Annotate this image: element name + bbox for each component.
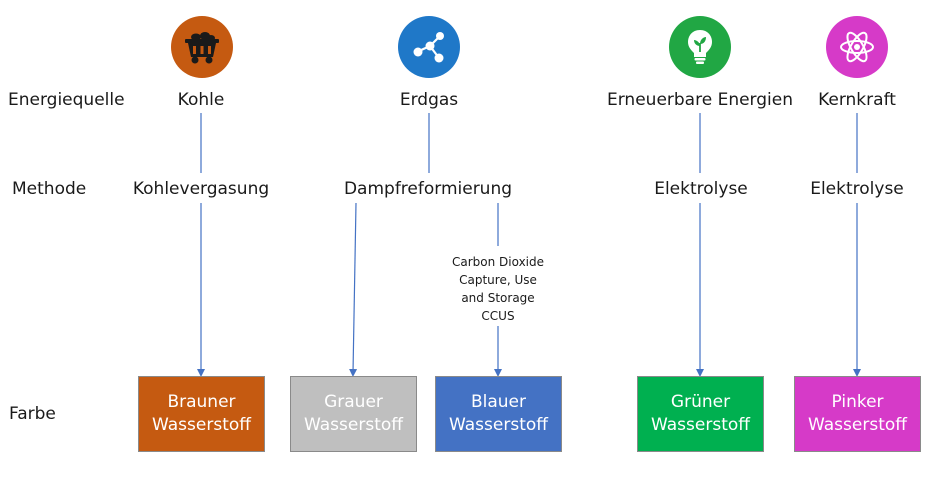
ccus-line-4: CCUS (481, 309, 515, 323)
connector-gas-method-grey (349, 202, 358, 377)
ccus-line-3: and Storage (461, 291, 535, 305)
hydrogen-box-green-line2: Wasserstoff (651, 415, 750, 435)
hydrogen-box-pink-line2: Wasserstoff (808, 415, 907, 435)
method-label-nuclear: Elektrolyse (810, 179, 904, 199)
hydrogen-box-green: Grüner Wasserstoff (637, 376, 764, 452)
method-label-renewable: Elektrolyse (654, 179, 748, 199)
hydrogen-box-grey-line2: Wasserstoff (304, 415, 403, 435)
ccus-line-2: Capture, Use (459, 273, 537, 287)
hydrogen-box-grey-line1: Grauer (324, 392, 383, 412)
hydrogen-box-pink-line1: Pinker (831, 392, 884, 412)
source-label-nuclear: Kernkraft (818, 90, 896, 110)
hydrogen-box-blue-line2: Wasserstoff (449, 415, 548, 435)
method-label-gas: Dampfreformierung (343, 179, 513, 199)
hydrogen-box-grey: Grauer Wasserstoff (290, 376, 417, 452)
ccus-label: Carbon Dioxide Capture, Use and Storage … (452, 253, 544, 325)
method-label-coal: Kohlevergasung (132, 179, 270, 199)
source-label-renewable: Erneuerbare Energien (607, 90, 793, 110)
coal-cart-icon (171, 16, 233, 78)
row-label-method: Methode (12, 179, 87, 199)
row-label-source: Energiequelle (8, 90, 125, 110)
hydrogen-box-pink: Pinker Wasserstoff (794, 376, 921, 452)
hydrogen-box-green-line1: Grüner (670, 392, 731, 412)
source-label-coal: Kohle (177, 90, 225, 110)
eco-lightbulb-icon (669, 16, 731, 78)
hydrogen-box-blue-line1: Blauer (470, 392, 527, 412)
atom-icon (826, 16, 888, 78)
row-label-color: Farbe (9, 404, 56, 424)
molecule-icon (398, 16, 460, 78)
source-label-gas: Erdgas (399, 90, 459, 110)
ccus-line-1: Carbon Dioxide (451, 255, 545, 269)
hydrogen-box-brown-line2: Wasserstoff (152, 415, 251, 435)
hydrogen-box-brown: Brauner Wasserstoff (138, 376, 265, 452)
hydrogen-box-blue: Blauer Wasserstoff (435, 376, 562, 452)
hydrogen-box-brown-line1: Brauner (167, 392, 236, 412)
